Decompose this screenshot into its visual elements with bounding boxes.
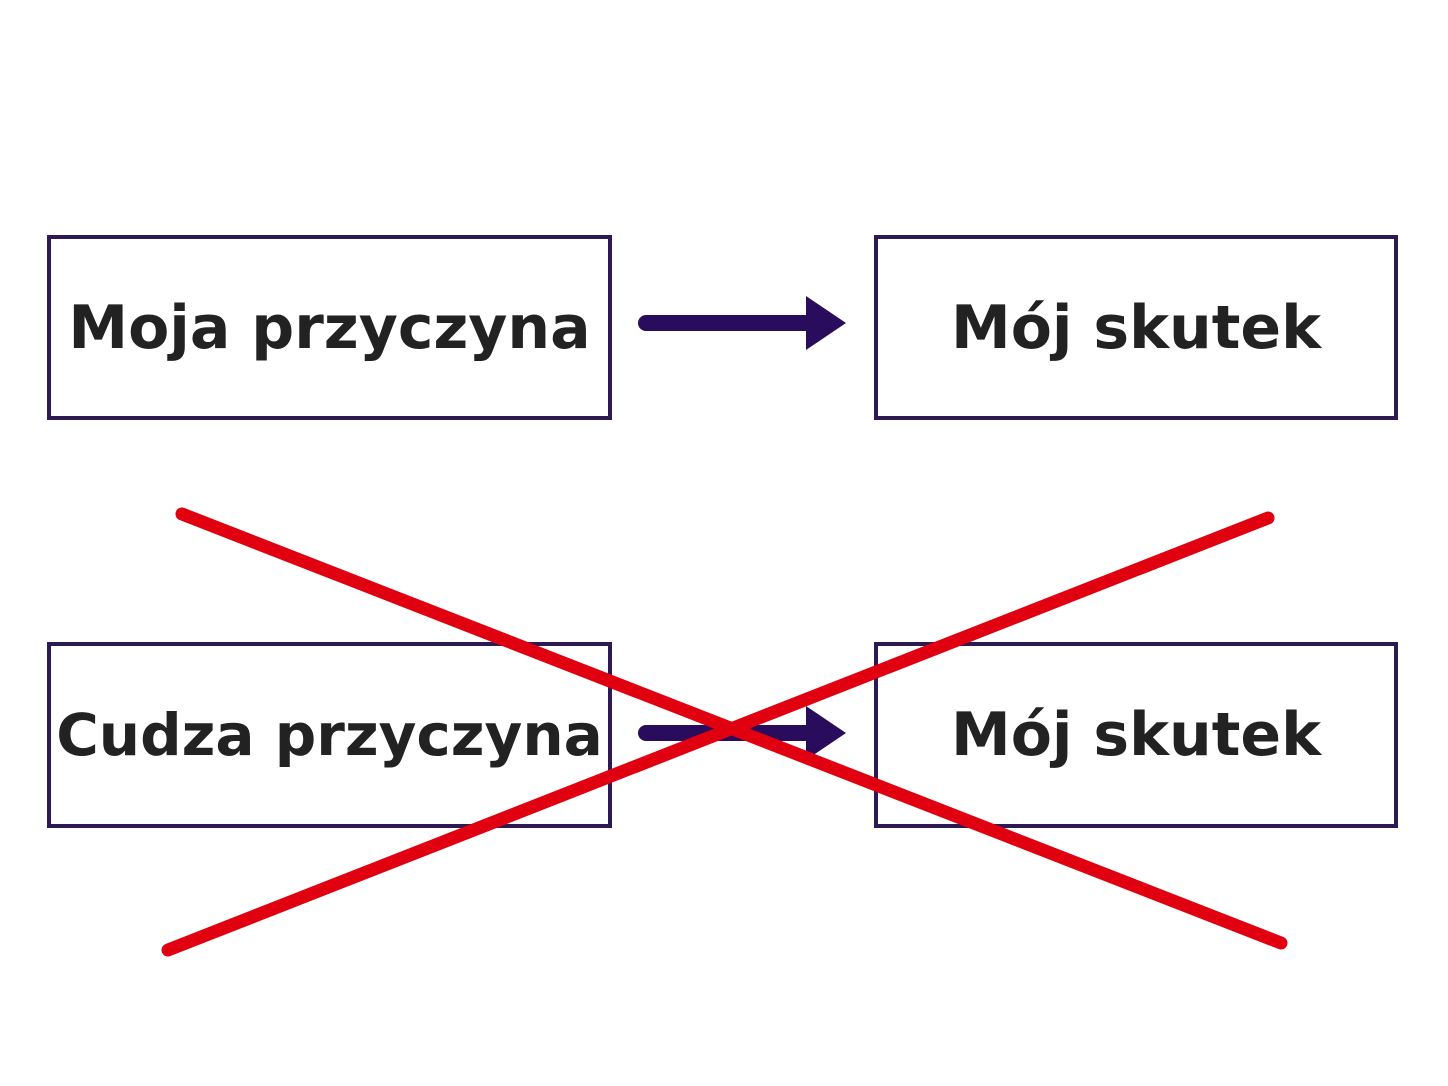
cause-label-own: Moja przyczyna (68, 292, 591, 363)
arrow-right-icon (638, 706, 846, 760)
effect-label-other: Mój skutek (951, 700, 1321, 770)
effect-label-own: Mój skutek (951, 292, 1321, 363)
cause-label-other: Cudza przyczyna (56, 701, 603, 769)
cause-box-other: Cudza przyczyna (47, 642, 612, 828)
cause-box-own: Moja przyczyna (47, 235, 612, 420)
effect-box-own: Mój skutek (874, 235, 1398, 420)
arrow-right-icon (638, 296, 846, 350)
effect-box-other: Mój skutek (874, 642, 1398, 828)
